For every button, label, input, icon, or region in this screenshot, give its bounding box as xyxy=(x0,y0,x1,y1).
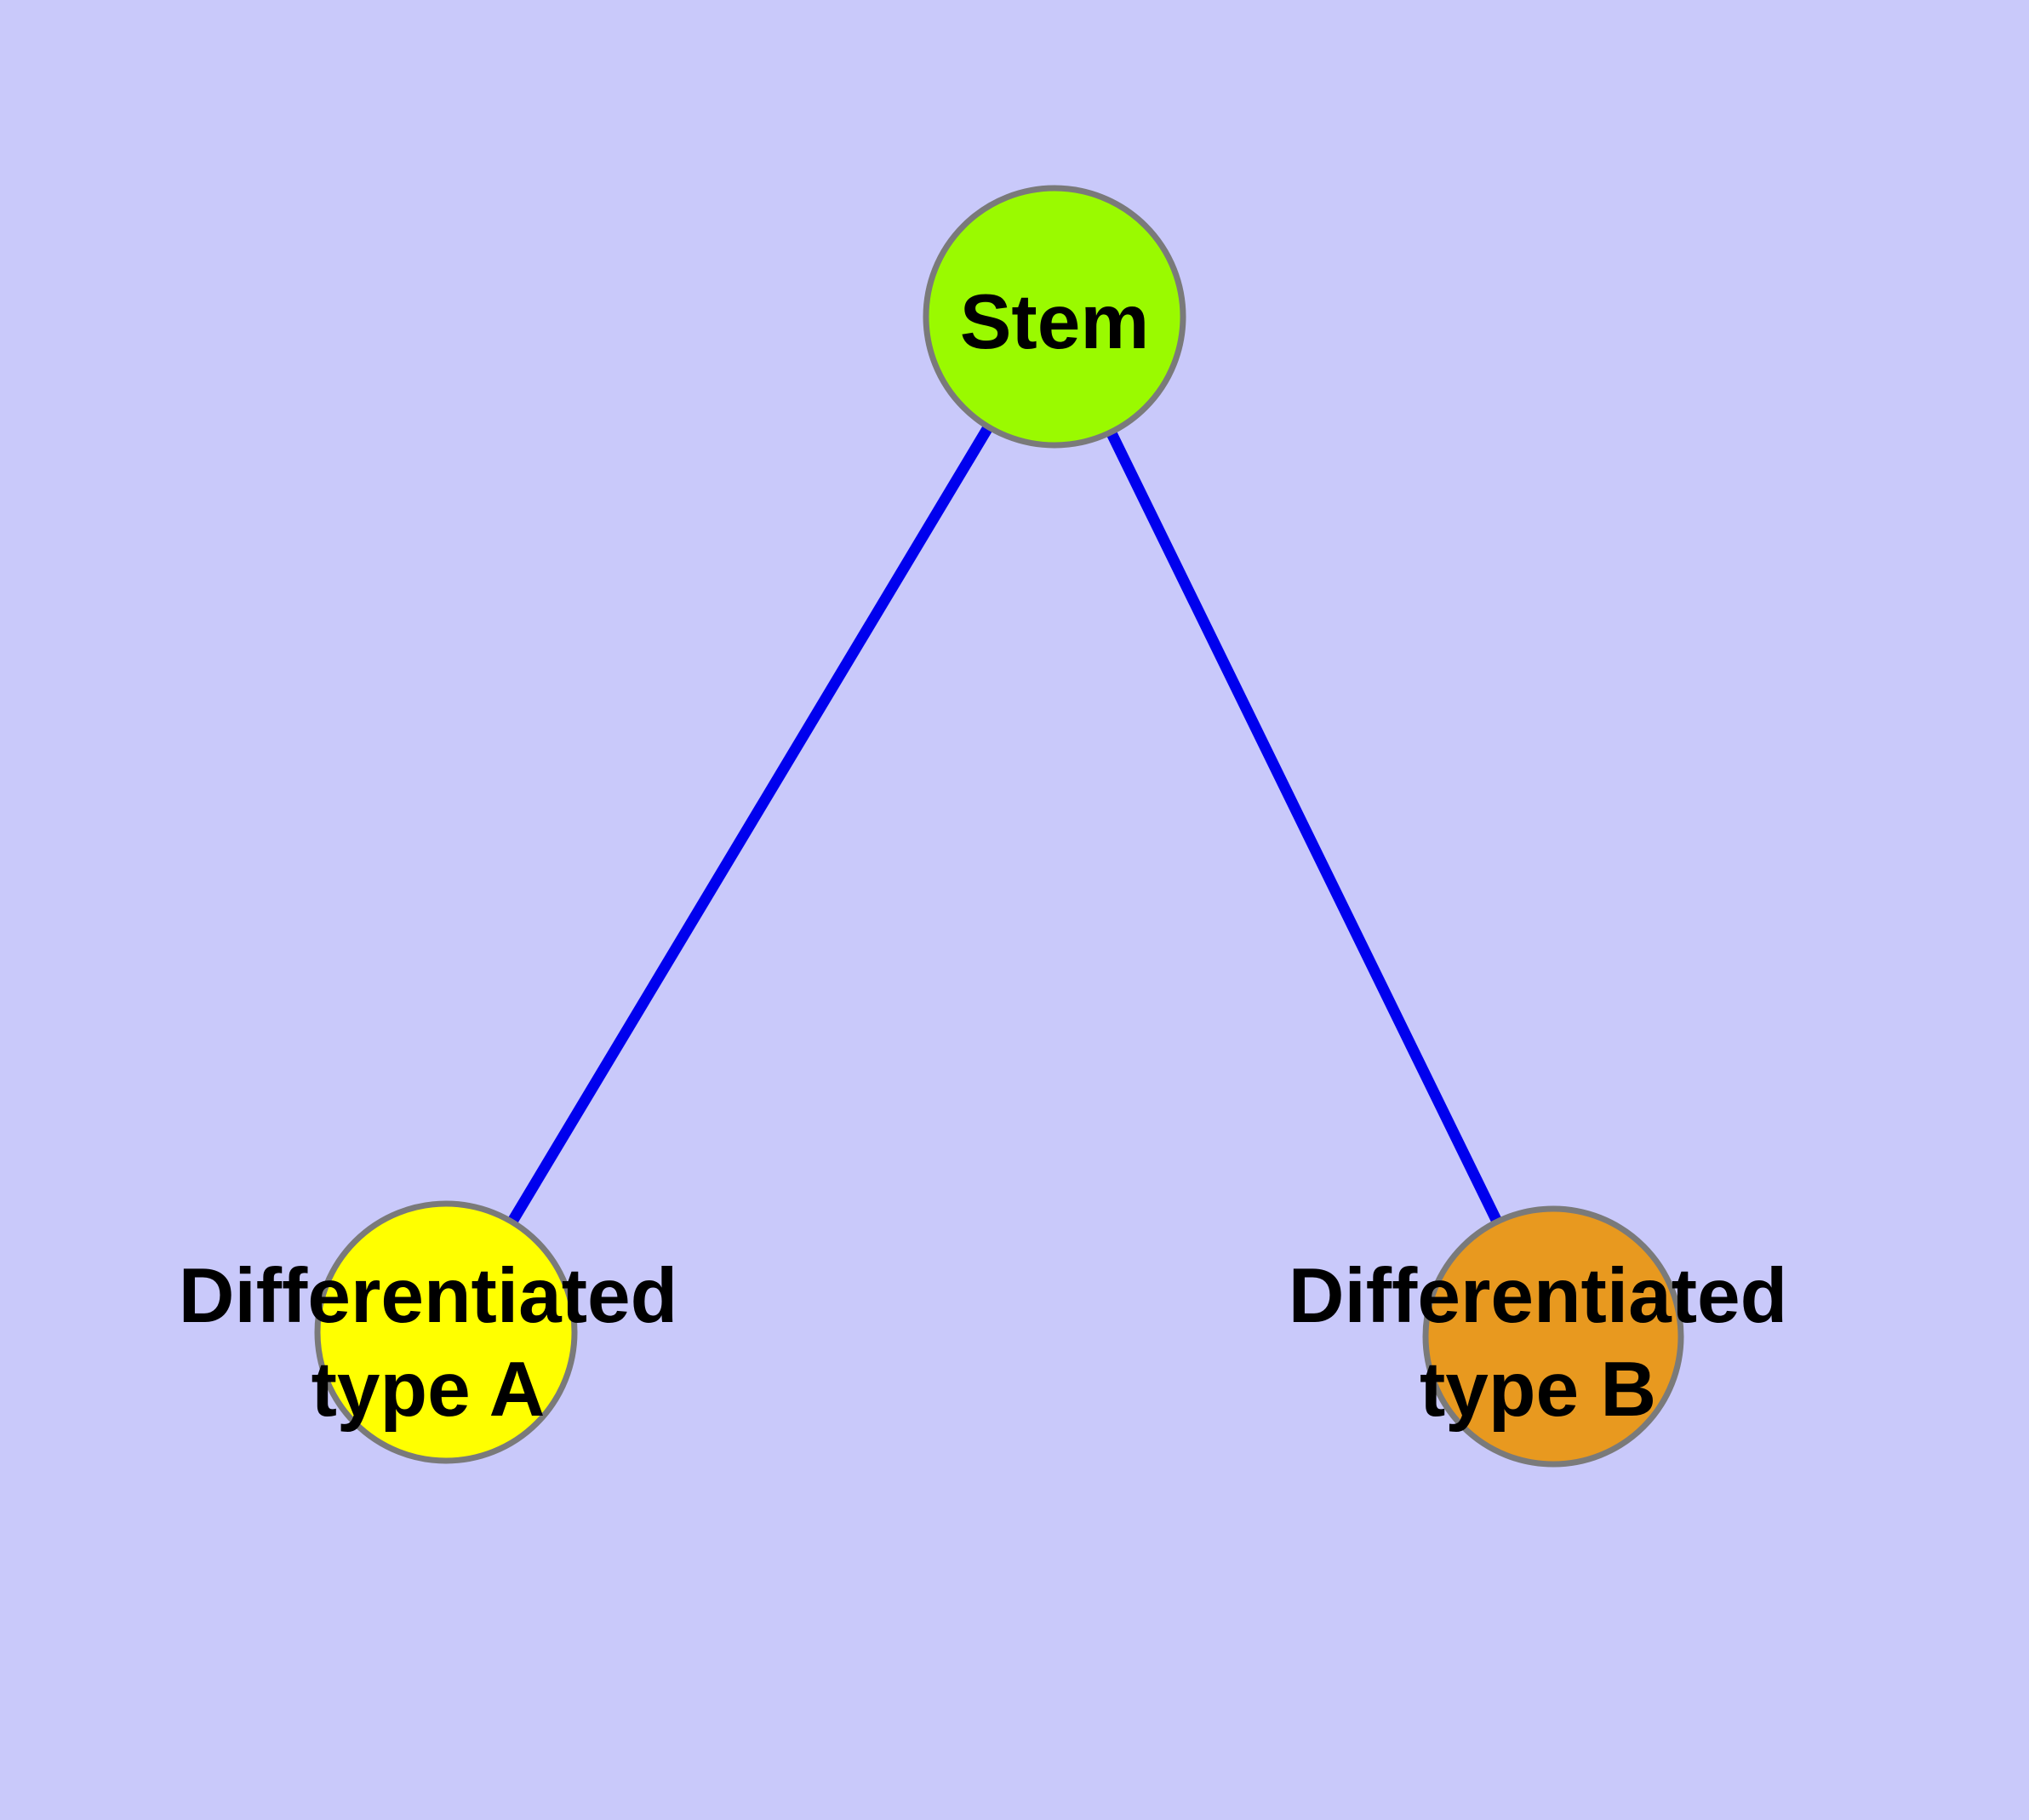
edge-stem-to-type-b xyxy=(1049,314,1558,1339)
node-type-b-circle xyxy=(1422,1205,1684,1468)
node-type-b-label-line1: Differentiated xyxy=(1289,1253,1788,1339)
node-stem-label: Stem xyxy=(960,279,1150,365)
edge-stem-to-type-a xyxy=(441,313,1060,1336)
node-type-a-label-line1: Differentiated xyxy=(179,1253,678,1339)
node-type-a-circle xyxy=(314,1200,578,1464)
node-type-a-label-line2: type A xyxy=(311,1347,546,1433)
node-stem-circle xyxy=(923,185,1186,449)
node-type-b-label-line2: type B xyxy=(1420,1347,1656,1433)
